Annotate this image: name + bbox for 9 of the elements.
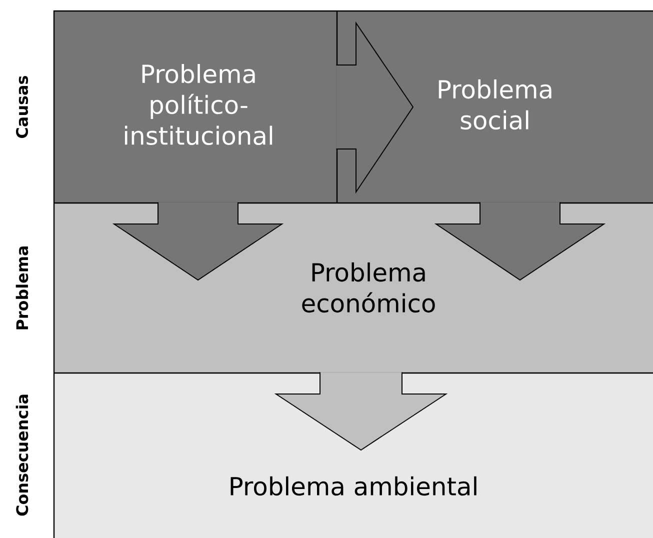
row-label: Causas [16, 76, 28, 138]
cell: Problema ambiental [54, 373, 653, 538]
block-arrow [274, 372, 448, 451]
cell: Problema político-institucional [54, 11, 337, 203]
row-label: Consecuencia [16, 394, 28, 516]
block-arrow [434, 202, 606, 281]
row-label: Problema [16, 246, 28, 330]
block-arrow [112, 202, 284, 281]
block-arrow [336, 21, 414, 194]
